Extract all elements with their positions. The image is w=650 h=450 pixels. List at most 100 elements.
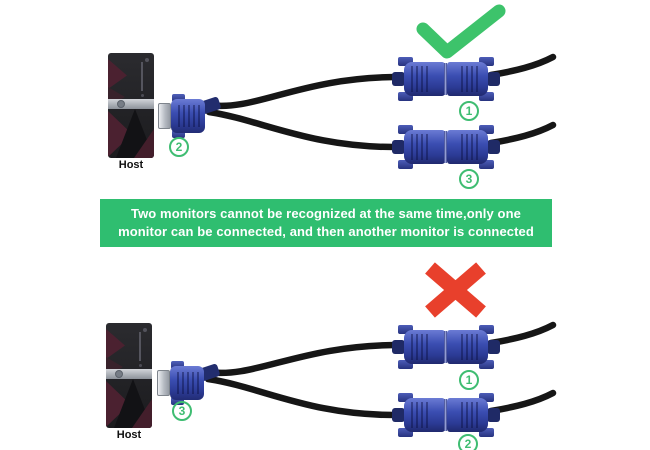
cable-paths (205, 53, 557, 151)
pair-boot-right (487, 340, 500, 354)
pair-boot-left (392, 72, 405, 86)
pair-thumbscrew (479, 92, 494, 101)
vga-plug-host (158, 92, 222, 140)
pair-body-right (447, 330, 488, 364)
port-number-badge: 2 (458, 434, 478, 450)
pair-boot-right (487, 408, 500, 422)
pair-thumbscrew (398, 57, 413, 66)
pair-thumbscrew (398, 125, 413, 134)
cable-stub-upper (487, 53, 557, 79)
pair-thumbscrew (398, 160, 413, 169)
pair-ridges (461, 334, 481, 360)
tower-accent-triangle (106, 329, 125, 359)
notice-line-1: Two monitors cannot be recognized at the… (131, 205, 521, 221)
host-label: Host (118, 159, 144, 171)
pair-body-right (447, 130, 488, 164)
host-tower (106, 323, 152, 428)
port-number-badge: 3 (172, 401, 192, 421)
vga-connector-pair (392, 125, 500, 169)
vga-plug-ridges (178, 105, 200, 127)
pair-boot-left (392, 340, 405, 354)
pair-body-left (404, 330, 445, 364)
x-stroke (425, 262, 486, 318)
vga-connector-pair (392, 57, 500, 101)
cable-paths (204, 321, 557, 419)
pair-ridges (461, 402, 481, 428)
pair-mating-seam (444, 399, 447, 431)
tower-accent-triangle (108, 59, 127, 89)
pair-boot-left (392, 408, 405, 422)
pair-ridges (461, 66, 481, 92)
tower-power-button (145, 58, 149, 62)
pair-boot-left (392, 140, 405, 154)
pair-body-right (447, 398, 488, 432)
vga-plug-ridges (177, 372, 199, 394)
vga-plug-host (157, 359, 221, 407)
tower-button (139, 364, 142, 367)
tower-front-band (106, 369, 152, 379)
host-tower (108, 53, 154, 158)
vga-plug-thumbscrew (172, 94, 185, 102)
vga-connector-pair (392, 325, 500, 369)
port-number-badge: 1 (459, 101, 479, 121)
vga-plug-body (171, 99, 205, 133)
cable-branch-upper (205, 73, 403, 110)
cable-branch-upper (204, 341, 403, 377)
pair-thumbscrew (479, 393, 494, 402)
pair-ridges (411, 134, 431, 160)
notice-line-2: monitor can be connected, and then anoth… (118, 224, 534, 239)
pair-body-left (404, 398, 445, 432)
vga-plug-thumbscrew (171, 361, 184, 369)
pair-ridges (411, 334, 431, 360)
port-number-badge: 1 (459, 370, 479, 390)
pair-body-left (404, 62, 445, 96)
pair-thumbscrew (479, 160, 494, 169)
tower-button (141, 94, 144, 97)
pair-body-right (447, 62, 488, 96)
tower-power-button (143, 328, 147, 332)
tower-drive-slot (139, 332, 141, 361)
pair-thumbscrew (398, 428, 413, 437)
cable-layer-top (205, 4, 557, 151)
tower-drive-slot (141, 62, 143, 91)
port-number-badge: 3 (459, 169, 479, 189)
pair-boot-right (487, 72, 500, 86)
pair-thumbscrew (398, 393, 413, 402)
cable-layer-bottom (204, 262, 557, 419)
vga-plug-body (170, 366, 204, 400)
cable-stub-upper (487, 321, 557, 347)
vga-plug-metal-face (157, 370, 170, 396)
cable-branch-lower (204, 375, 403, 419)
correct-connection-section: Host 2 1 (0, 0, 650, 200)
pair-thumbscrew (479, 125, 494, 134)
pair-mating-seam (444, 331, 447, 363)
pair-ridges (411, 66, 431, 92)
pair-thumbscrew (479, 360, 494, 369)
check-icon (416, 4, 506, 59)
cable-stub-lower (487, 121, 557, 147)
pair-ridges (461, 134, 481, 160)
pair-boot-right (487, 140, 500, 154)
dell-logo (117, 100, 125, 108)
x-icon (425, 262, 486, 318)
wrong-connection-section: Host 3 1 (0, 255, 650, 450)
vga-plug-thumbscrew (172, 130, 185, 138)
pair-thumbscrew (479, 325, 494, 334)
vga-plug-metal-face (158, 103, 171, 129)
pair-thumbscrew (398, 325, 413, 334)
pair-thumbscrew (398, 92, 413, 101)
vga-connector-pair (392, 393, 500, 437)
pair-thumbscrew (398, 360, 413, 369)
host-label: Host (116, 429, 142, 441)
pair-body-left (404, 130, 445, 164)
pair-mating-seam (444, 63, 447, 95)
port-number-badge: 2 (169, 137, 189, 157)
pair-ridges (411, 402, 431, 428)
pair-thumbscrew (479, 428, 494, 437)
tower-front-band (108, 99, 154, 109)
cable-stub-lower (487, 389, 557, 415)
notice-banner: Two monitors cannot be recognized at the… (100, 199, 552, 247)
cable-branch-lower (205, 108, 403, 151)
pair-mating-seam (444, 131, 447, 163)
